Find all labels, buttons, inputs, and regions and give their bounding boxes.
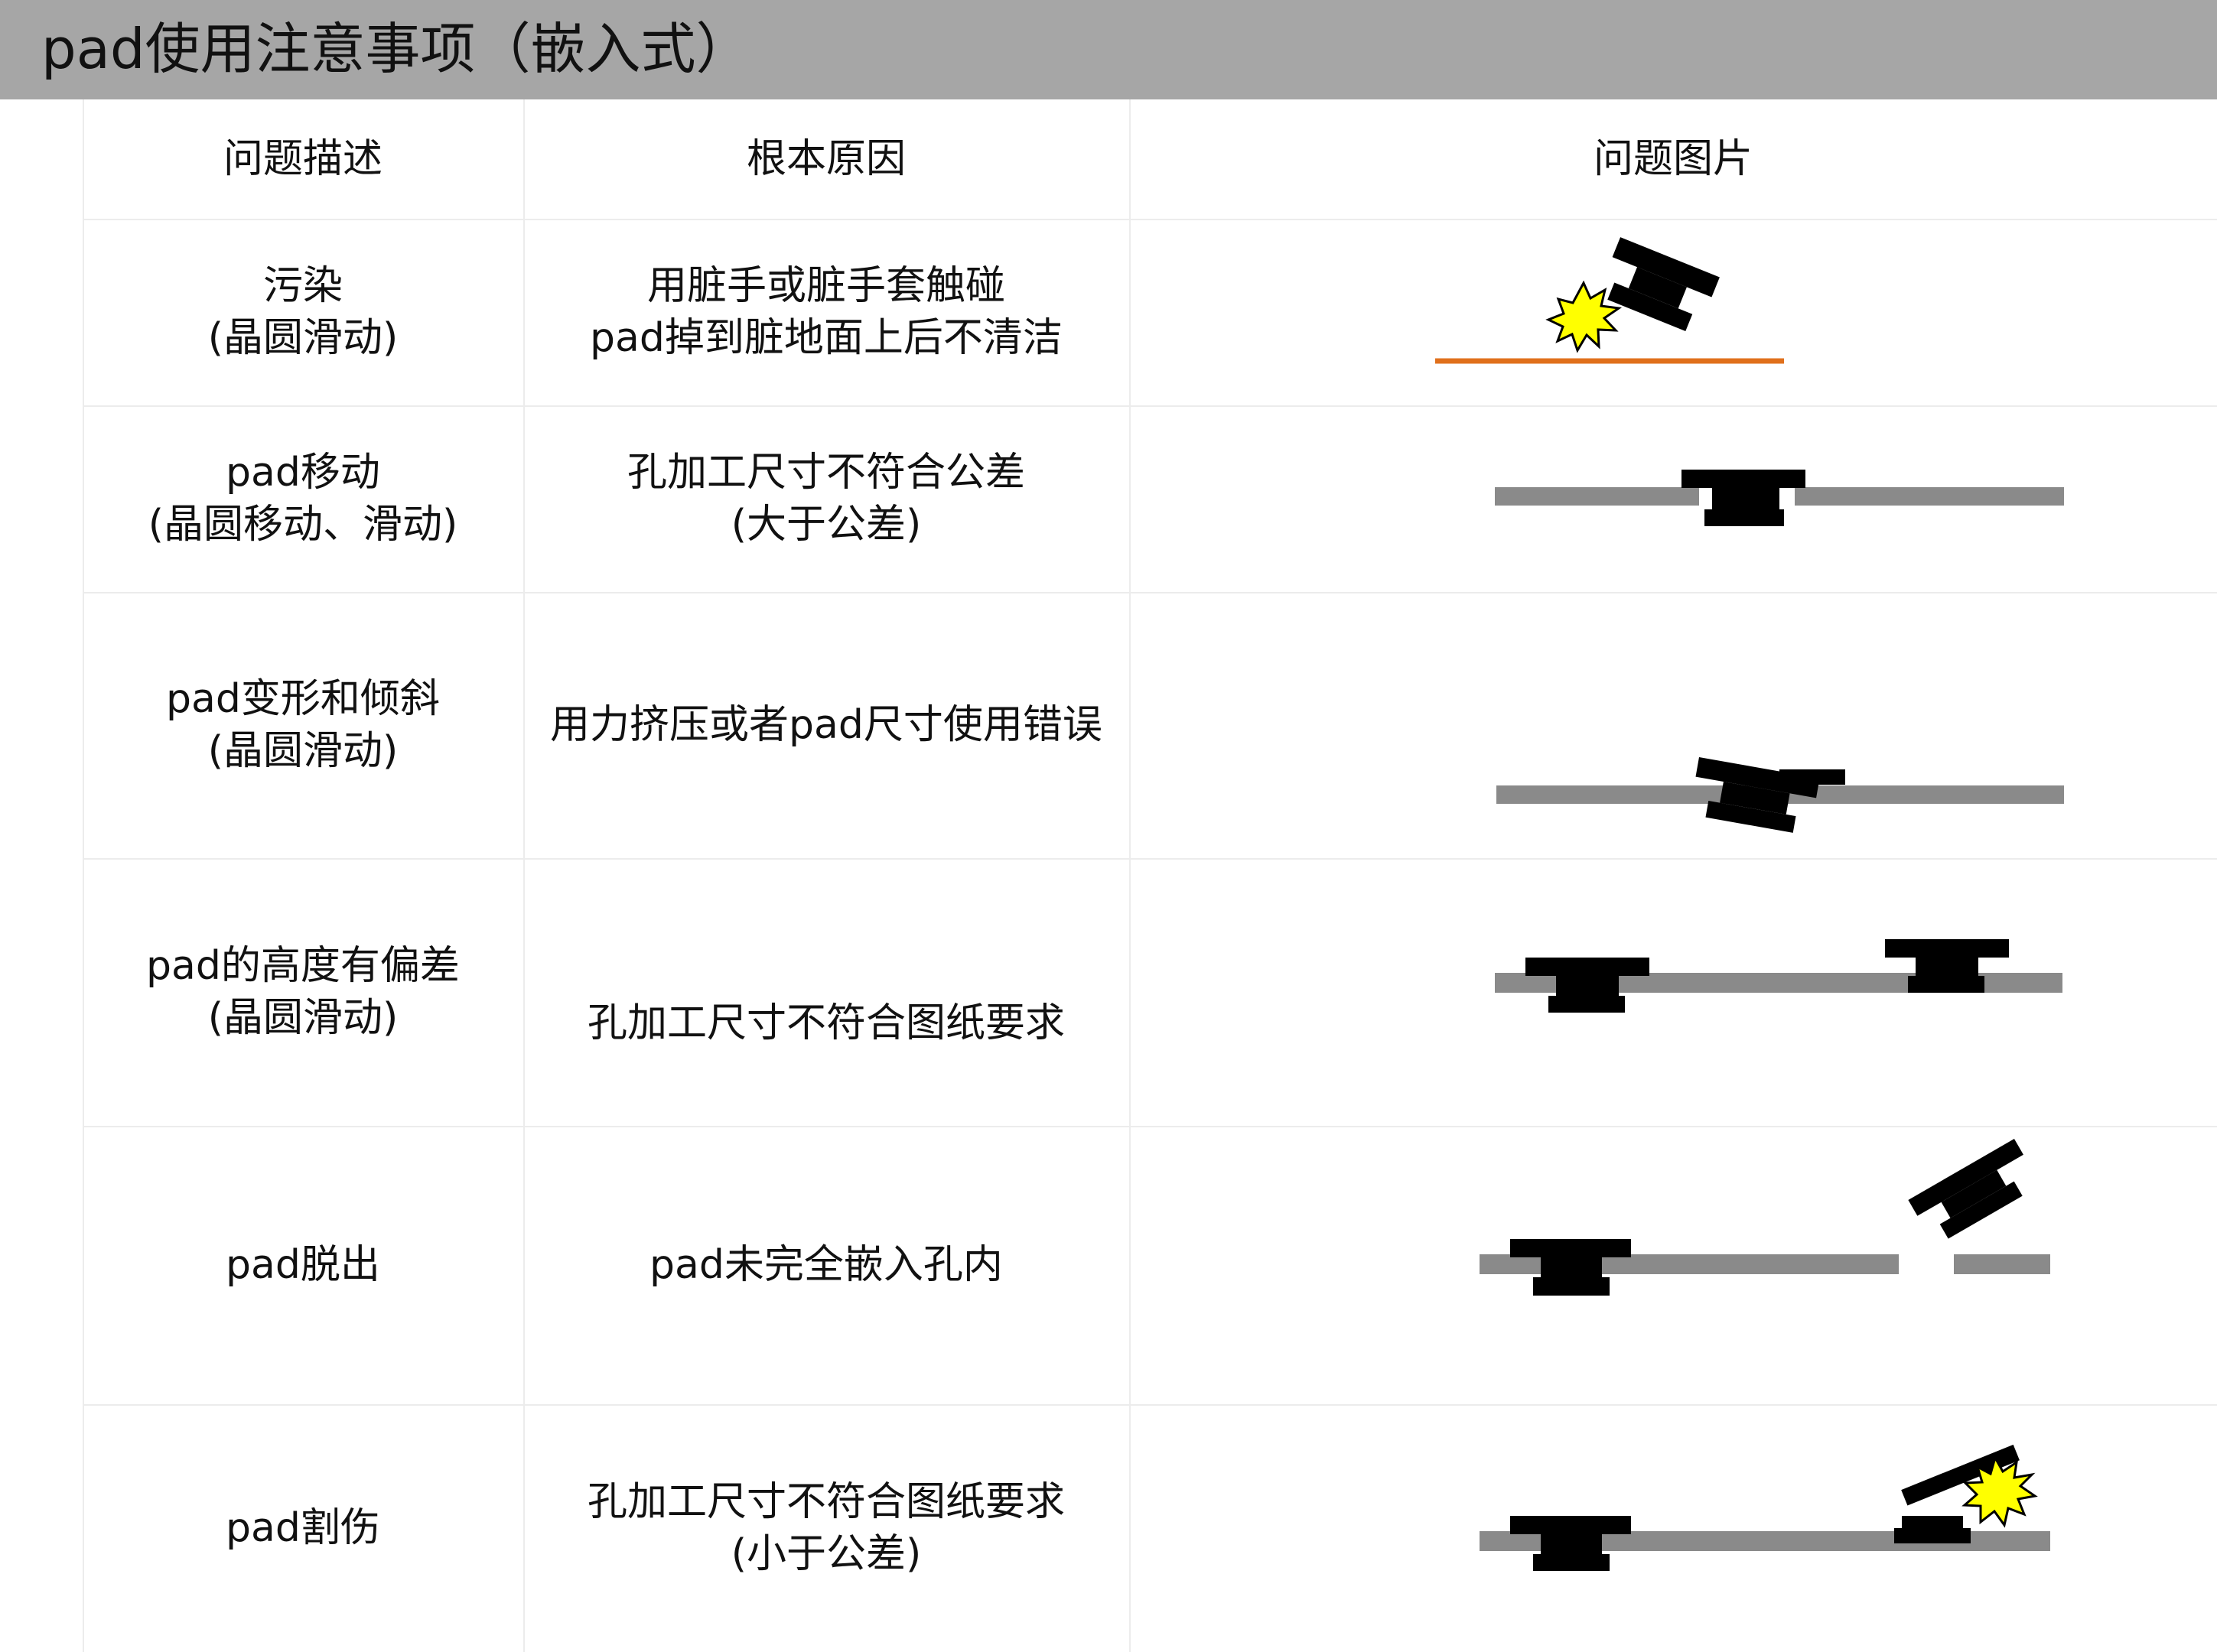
header-cause-label: 根本原因	[746, 136, 906, 182]
row-2-cause: 孔加工尺寸不符合公差 (大于公差)	[523, 405, 1129, 592]
plate-right	[1954, 1254, 2050, 1274]
pad-bottom	[1704, 509, 1784, 526]
pad-issues-table: 问题描述 根本原因 问题图片 污染 (晶圆滑动) 用脏手或脏手套触碰 pad掉到…	[83, 99, 2217, 1652]
description-line: pad变形和倾斜	[166, 676, 440, 722]
row-divider	[83, 405, 2217, 407]
pad-neck	[1541, 1257, 1602, 1277]
spark-icon	[1545, 280, 1623, 353]
spark-icon	[1961, 1455, 2038, 1528]
cause-line: 孔加工尺寸不符合图纸要求	[587, 1479, 1065, 1525]
row-4-description: pad的高度有偏差 (晶圆滑动)	[83, 858, 523, 1126]
row-divider	[83, 219, 2217, 220]
cause-line: 用脏手或脏手套触碰	[646, 263, 1005, 309]
pad-edge	[1779, 769, 1845, 785]
row-divider	[83, 1404, 2217, 1406]
pad-top	[1681, 470, 1805, 488]
description-line: pad的高度有偏差	[146, 943, 460, 989]
dirty-pad-illustration	[1435, 237, 1784, 364]
pad-right-top	[1885, 939, 2009, 958]
cause-line: 用力挤压或者pad尺寸使用错误	[550, 702, 1102, 748]
pad-left-neck	[1556, 976, 1619, 996]
row-1-cause: 用脏手或脏手套触碰 pad掉到脏地面上后不清洁	[523, 219, 1129, 405]
column-divider	[1129, 99, 1131, 1652]
description-line: (晶圆滑动)	[207, 728, 399, 774]
description-line: pad移动	[226, 450, 380, 496]
cause-line: 孔加工尺寸不符合公差	[627, 450, 1025, 496]
cut-pad-piece	[1901, 1444, 2020, 1506]
description-line: (晶圆移动、滑动)	[148, 502, 458, 548]
description-line: (晶圆滑动)	[207, 995, 399, 1041]
row-1-description: 污染 (晶圆滑动)	[83, 219, 523, 405]
pad-neck	[1541, 1534, 1602, 1554]
description-line: pad脱出	[226, 1242, 380, 1288]
pad-left-bottom	[1548, 996, 1625, 1013]
cause-line: pad掉到脏地面上后不清洁	[590, 315, 1063, 361]
header-description: 问题描述	[83, 99, 523, 219]
title-bar: pad使用注意事项（嵌入式）	[0, 0, 2217, 99]
tilted-pad-illustration	[1496, 757, 2064, 833]
description-line: pad割伤	[226, 1505, 380, 1551]
pad-popout-illustration	[1480, 1139, 2050, 1296]
column-divider	[83, 99, 84, 1652]
column-divider	[523, 99, 525, 1652]
row-2-description: pad移动 (晶圆移动、滑动)	[83, 405, 523, 592]
header-picture-label: 问题图片	[1593, 136, 1753, 182]
pad-right-neck	[1916, 958, 1978, 976]
row-divider	[83, 858, 2217, 860]
plate-left	[1495, 487, 1699, 506]
ejected-pad	[1908, 1139, 2023, 1239]
pad-shape	[1695, 757, 1820, 833]
height-offset-illustration	[1495, 939, 2062, 1013]
row-5-description: pad脱出	[83, 1126, 523, 1404]
pad-neck	[1712, 488, 1779, 509]
cut-pad-base	[1894, 1528, 1971, 1543]
cause-line: pad未完全嵌入孔内	[649, 1242, 1003, 1288]
header-picture: 问题图片	[1129, 99, 2217, 219]
pad-bottom	[1533, 1277, 1610, 1296]
description-line: (晶圆滑动)	[207, 315, 399, 361]
pad-bottom	[1533, 1554, 1610, 1571]
cause-line: (大于公差)	[731, 502, 922, 548]
pad-top	[1510, 1239, 1631, 1257]
row-6-description: pad割伤	[83, 1404, 523, 1652]
pad-left-top	[1525, 958, 1649, 976]
row-divider	[83, 592, 2217, 593]
row-5-cause: pad未完全嵌入孔内	[523, 1126, 1129, 1404]
row-4-cause: 孔加工尺寸不符合图纸要求	[523, 858, 1129, 1126]
row-6-cause: 孔加工尺寸不符合图纸要求 (小于公差)	[523, 1404, 1129, 1652]
cause-line: (小于公差)	[731, 1531, 922, 1577]
header-cause: 根本原因	[523, 99, 1129, 219]
plate-right	[1795, 487, 2064, 506]
pad-shape	[1607, 237, 1720, 331]
pad-cut-illustration	[1480, 1444, 2050, 1571]
page-title: pad使用注意事项（嵌入式）	[41, 17, 751, 81]
oversized-hole-illustration	[1495, 470, 2064, 526]
description-line: 污染	[262, 263, 343, 309]
header-description-label: 问题描述	[223, 136, 383, 182]
cause-line: 孔加工尺寸不符合图纸要求	[587, 1000, 1065, 1046]
row-3-cause: 用力挤压或者pad尺寸使用错误	[523, 592, 1129, 858]
pad-top	[1510, 1516, 1631, 1534]
row-3-description: pad变形和倾斜 (晶圆滑动)	[83, 592, 523, 858]
row-divider	[83, 1126, 2217, 1127]
pad-right-bottom	[1908, 976, 1984, 993]
